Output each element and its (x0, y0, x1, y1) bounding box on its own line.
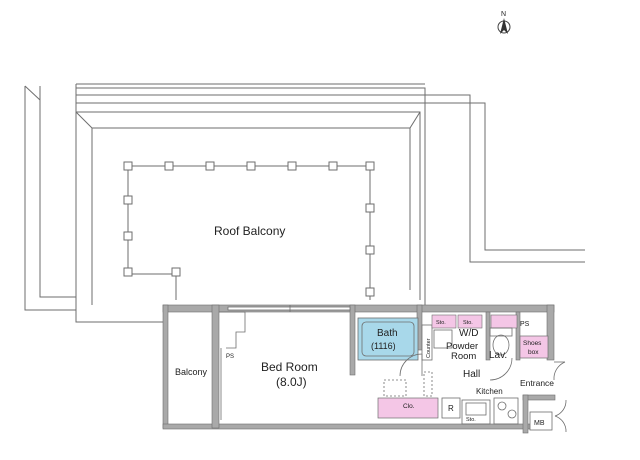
label-counter: Counter (426, 338, 432, 358)
label-closet: Clo. (403, 403, 415, 410)
label-ps-1: PS (226, 354, 234, 360)
label-mb: MB (534, 420, 545, 427)
label-hall: Hall (463, 369, 480, 380)
label-storage-1: Sto. (436, 320, 446, 326)
railing-posts (123, 161, 375, 297)
north-label: N (501, 11, 506, 18)
label-bed-room: Bed Room (261, 360, 318, 374)
label-shoes-box-1: Shoes (523, 340, 542, 347)
mb-box (529, 411, 553, 431)
label-roof-balcony: Roof Balcony (214, 224, 285, 238)
label-storage-3: Sto. (466, 417, 476, 423)
label-refrigerator: R (448, 404, 454, 413)
label-shoes-box-2: box (528, 349, 539, 356)
label-kitchen: Kitchen (476, 387, 503, 396)
counter (421, 324, 433, 361)
label-lav: Lav. (489, 350, 507, 361)
door-swings (383, 353, 567, 433)
label-bath-size: (1116) (371, 341, 396, 351)
bath-area (357, 317, 419, 361)
north-arrow-icon (497, 18, 511, 34)
bedroom-window (227, 305, 351, 312)
toilet-icon (489, 327, 513, 356)
label-powder-room-2: Room (451, 351, 476, 362)
label-powder-room-1: Powder (446, 341, 478, 352)
label-bed-room-size: (8.0J) (276, 375, 307, 389)
bathtub (361, 321, 415, 357)
washer-icon (433, 329, 453, 349)
kitchen-fixtures (441, 397, 519, 425)
label-entrance: Entrance (520, 378, 554, 388)
label-balcony: Balcony (175, 367, 208, 377)
label-ps-2: PS (520, 321, 530, 328)
shoes-box (519, 335, 549, 359)
roof-outline (24, 83, 585, 323)
label-bath: Bath (377, 328, 398, 339)
unit-walls (162, 304, 556, 434)
label-storage-2: Sto. (463, 320, 473, 326)
closet (377, 397, 439, 419)
balcony-detail (219, 311, 246, 420)
wd-storage (431, 314, 518, 329)
label-wd: W/D (459, 328, 478, 339)
